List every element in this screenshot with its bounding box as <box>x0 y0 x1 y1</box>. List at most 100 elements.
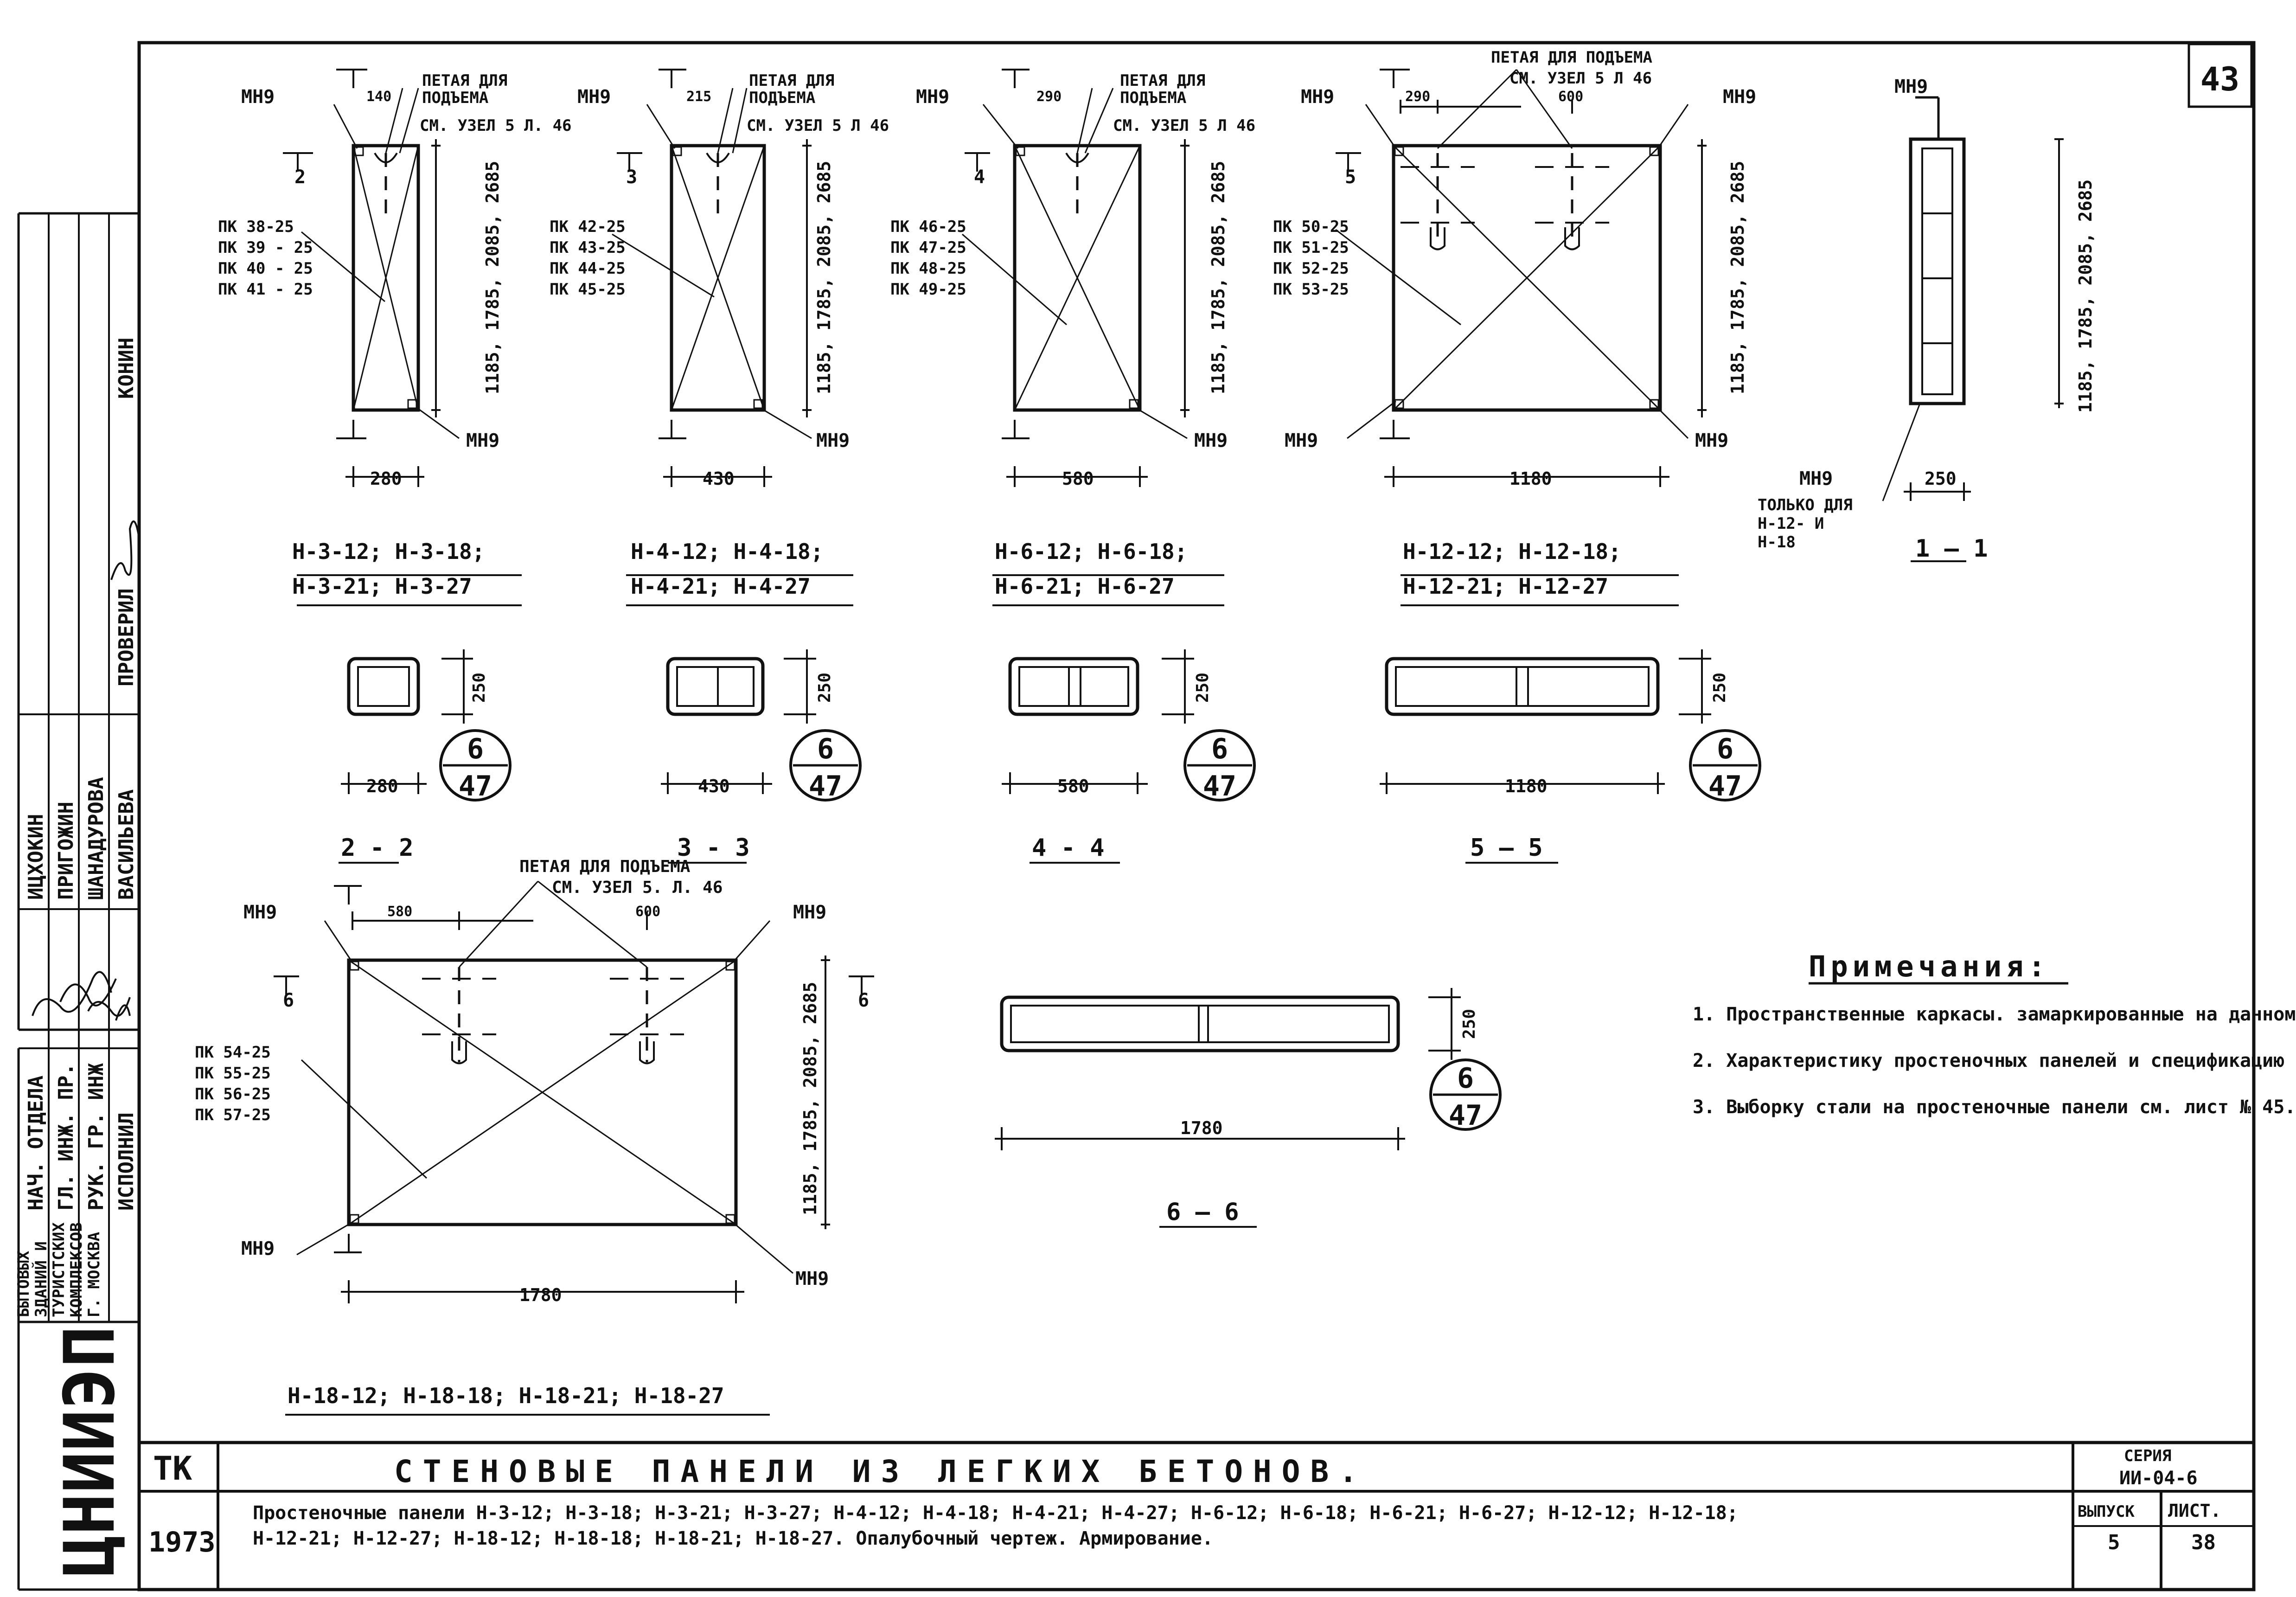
embed-label: МН9 <box>1285 430 1318 451</box>
embed-label: МН9 <box>1194 430 1228 451</box>
lift-note-1: ПЕТАЯ ДЛЯ <box>422 71 507 90</box>
frame-mark: ПК 52-25 <box>1273 259 1349 278</box>
frame-mark: ПК 43-25 <box>550 238 626 257</box>
notes-heading: Примечания: <box>1809 949 2050 983</box>
frame-mark: ПК 47-25 <box>890 238 966 257</box>
cut-mark-right: 6 <box>858 990 869 1011</box>
frame-mark: ПК 42-25 <box>550 218 626 236</box>
svg-text:6: 6 <box>1457 1062 1474 1095</box>
frame-mark: ПК 56-25 <box>195 1085 271 1103</box>
title-main: СТЕНОВЫЕ ПАНЕЛИ ИЗ ЛЕГКИХ БЕТОНОВ. <box>394 1454 1368 1489</box>
svg-text:ЗДАНИЙ И: ЗДАНИЙ И <box>32 1241 51 1317</box>
panel-marks: Н-12-12; Н-12-18; <box>1403 539 1621 564</box>
lift-note-2: ПОДЪЕМА <box>1120 89 1186 107</box>
top-dim-2: 600 <box>635 904 660 920</box>
section-2-2: 250 280 2 - 2 <box>339 649 489 864</box>
section-depth: 250 <box>470 673 489 703</box>
panel-marks: Н-6-12; Н-6-18; <box>995 539 1187 564</box>
sheet-frame <box>137 41 2256 1591</box>
title-year: 1973 <box>148 1526 216 1559</box>
embed-label: МН9 <box>1799 468 1833 489</box>
panel-marks-2: Н-12-21; Н-12-27 <box>1403 574 1608 599</box>
embed-label: МН9 <box>916 86 949 108</box>
panel-outline <box>352 144 420 412</box>
stamp-role-4: ИСПОЛНИЛ <box>115 1112 138 1211</box>
top-dim: 290 <box>1405 89 1430 105</box>
height-dims: 1185, 1785, 2085, 2685 <box>1208 161 1228 394</box>
panel-outline <box>1013 144 1142 412</box>
cut-mark-left: 4 <box>974 167 985 188</box>
left-stamp: ЦНИИЭП БЫТОВЫХ ЗДАНИЙ И ТУРИСТСКИХ КОМПЛ… <box>14 212 140 1591</box>
svg-text:47: 47 <box>1203 770 1236 802</box>
section-label: 5 — 5 <box>1470 834 1543 862</box>
note-1: 1. Пространственные каркасы. замаркирова… <box>1693 1004 2296 1025</box>
svg-text:47: 47 <box>459 770 492 802</box>
notes: Примечания: 1. Пространственные каркасы.… <box>1693 949 2296 1118</box>
top-dim: 290 <box>1036 89 1062 105</box>
panel-view-big: МН9 МН9 МН9 МН9 580 600 6 6 ПЕТАЯ ДЛЯ ПО… <box>195 857 874 1416</box>
title-sub-2: Н-12-21; Н-12-27; Н-18-12; Н-18-18; Н-18… <box>253 1528 1213 1549</box>
height-dims: 1185, 1785, 2085, 2685 <box>1727 161 1748 394</box>
svg-text:6: 6 <box>467 733 484 765</box>
panel-marks: Н-3-12; Н-3-18; <box>292 539 485 564</box>
node-ref-4: 6 47 <box>1689 729 1761 802</box>
frame-mark: ПК 41 - 25 <box>218 280 313 299</box>
panel-outline <box>1392 144 1662 412</box>
panel-outline <box>670 144 766 412</box>
section-width: 1180 <box>1505 776 1548 796</box>
title-code: ТК <box>153 1449 192 1488</box>
node-ref-2: 6 47 <box>789 729 862 802</box>
section-6-6: 250 1780 6 — 6 <box>995 988 1479 1228</box>
lift-note-1: ПЕТАЯ ДЛЯ <box>1120 71 1205 90</box>
section-label: 4 - 4 <box>1032 834 1105 862</box>
title-sub-1: Простеночные панели Н-3-12; Н-3-18; Н-3-… <box>253 1502 1738 1524</box>
frame-mark: ПК 38-25 <box>218 218 294 236</box>
frame-mark: ПК 44-25 <box>550 259 626 278</box>
node-ref-3: 6 47 <box>1183 729 1256 802</box>
lift-note-1: ПЕТАЯ ДЛЯ ПОДЪЕМА <box>1491 48 1652 67</box>
top-dim: 140 <box>366 89 391 105</box>
series-label: СЕРИЯ <box>2124 1447 2171 1465</box>
frame-mark: ПК 39 - 25 <box>218 238 313 257</box>
section-depth: 250 <box>1460 1009 1479 1039</box>
frame-mark: ПК 48-25 <box>890 259 966 278</box>
embed-label: МН9 <box>1723 86 1756 108</box>
frame-mark: ПК 53-25 <box>1273 280 1349 299</box>
section-width: 430 <box>698 776 730 796</box>
stamp-role-2: ГЛ. ИНЖ. ПР. <box>54 1063 78 1211</box>
sheet-value: 38 <box>2191 1531 2216 1554</box>
svg-text:6: 6 <box>1717 733 1733 765</box>
embed-label: МН9 <box>241 86 275 108</box>
panel-marks: Н-4-12; Н-4-18; <box>631 539 823 564</box>
panel-view-3: МН9 МН9 290 4 ПЕТАЯ ДЛЯ ПОДЪЕМА СМ. УЗЕЛ… <box>890 69 1255 606</box>
height-dims: 1185, 1785, 2085, 2685 <box>800 982 820 1215</box>
cut-mark-left: 3 <box>626 167 637 188</box>
width-dim: 1780 <box>519 1285 562 1305</box>
embed-label: МН9 <box>241 1238 275 1259</box>
note-2: 2. Характеристику простеночных панелей и… <box>1693 1050 2296 1071</box>
section-label: 6 — 6 <box>1166 1198 1239 1226</box>
width-dim: 580 <box>1062 468 1094 489</box>
svg-text:47: 47 <box>1708 770 1742 802</box>
section-5-5: 250 1180 5 — 5 <box>1380 649 1729 864</box>
side-outline <box>1909 137 1966 405</box>
frame-mark: ПК 51-25 <box>1273 238 1349 257</box>
sheet-number-box <box>2187 43 2253 108</box>
title-block: ТК 1973 СТЕНОВЫЕ ПАНЕЛИ ИЗ ЛЕГКИХ БЕТОНО… <box>139 1441 2254 1590</box>
embed-label: МН9 <box>243 902 277 923</box>
cut-mark-left: 6 <box>283 990 294 1011</box>
embed-label: МН9 <box>466 430 499 451</box>
panel-outline <box>347 958 738 1226</box>
frame-mark: ПК 40 - 25 <box>218 259 313 278</box>
panel-marks-2: Н-3-21; Н-3-27 <box>292 574 472 599</box>
svg-text:Г. МОСКВА: Г. МОСКВА <box>85 1232 103 1317</box>
panel-marks-2: Н-6-21; Н-6-27 <box>995 574 1175 599</box>
frame-mark: ПК 45-25 <box>550 280 626 299</box>
panel-marks-2: Н-4-21; Н-4-27 <box>631 574 811 599</box>
frame-mark: ПК 49-25 <box>890 280 966 299</box>
stamp-role-3: РУК. ГР. ИНЖ <box>84 1063 108 1211</box>
section-width: 1780 <box>1180 1118 1223 1138</box>
side-width-dim: 250 <box>1925 468 1957 489</box>
section-depth: 250 <box>1193 673 1212 703</box>
